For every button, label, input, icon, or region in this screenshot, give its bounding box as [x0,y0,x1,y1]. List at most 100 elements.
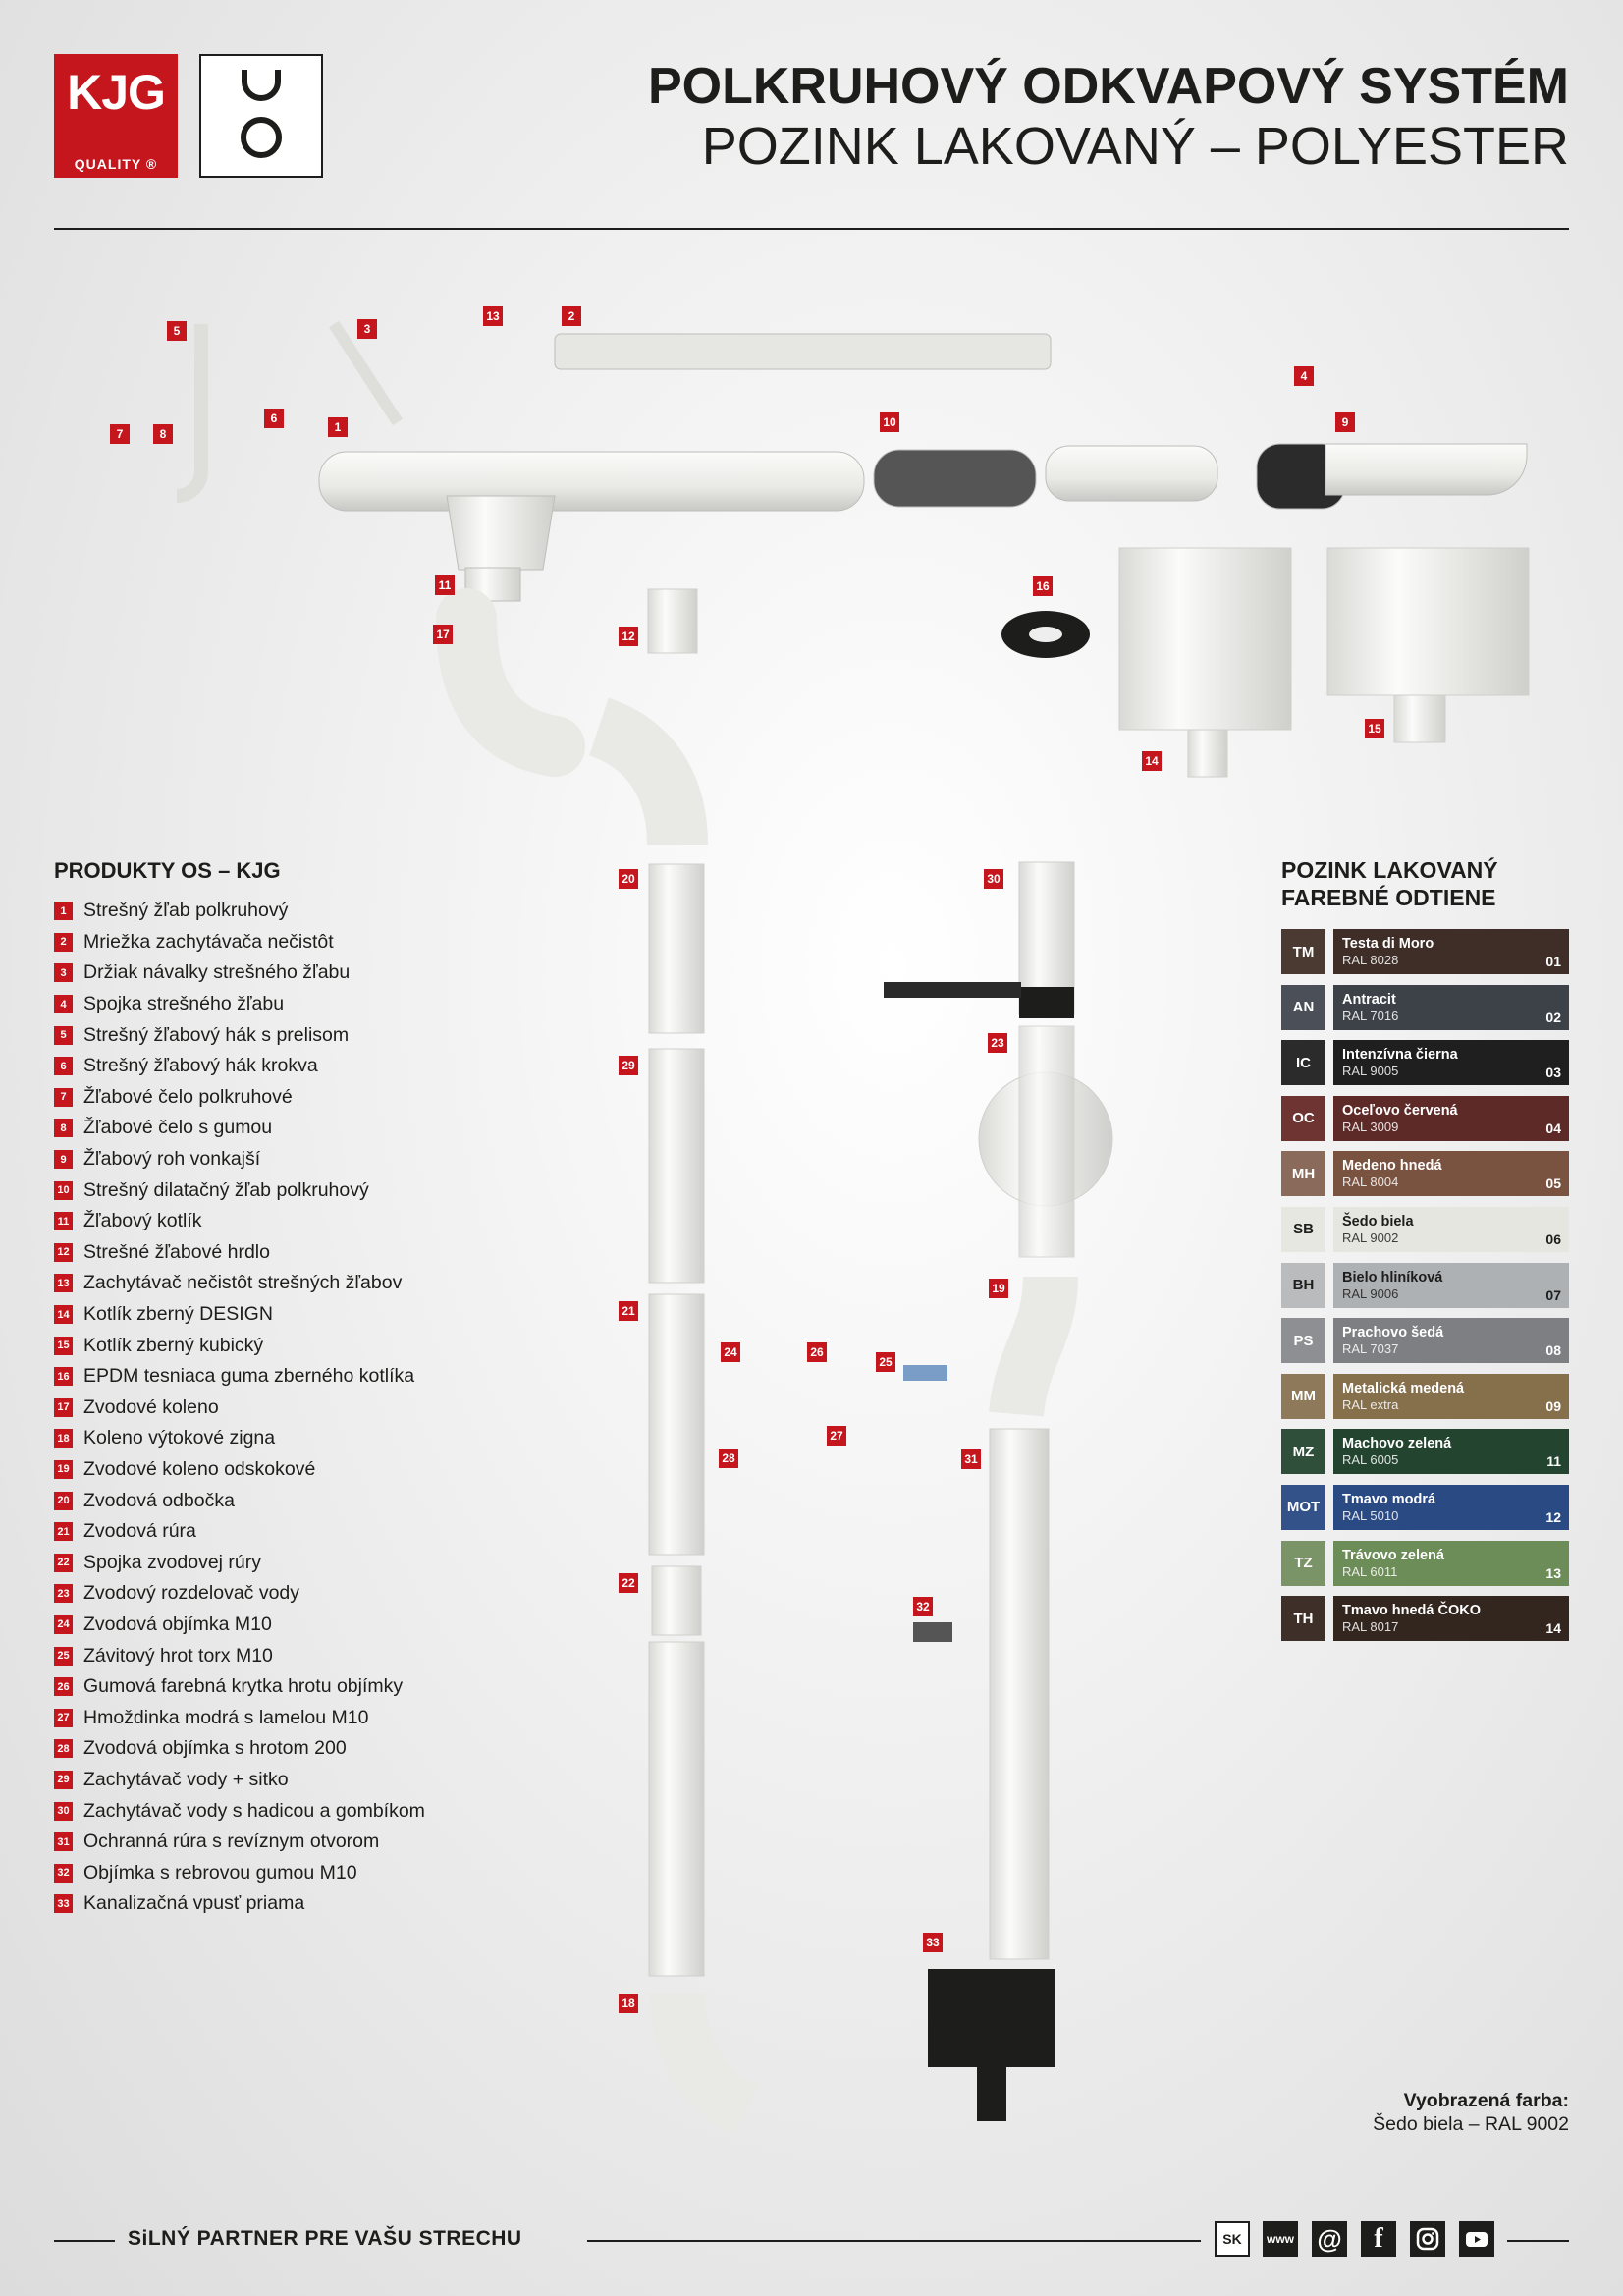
product-label: Ochranná rúra s revíznym otvorom [83,1831,380,1853]
color-ral: RAL 7037 [1342,1341,1399,1357]
diagram-part-badge: 26 [807,1342,827,1362]
email-icon[interactable]: @ [1312,2221,1347,2257]
color-number: 14 [1545,1620,1561,1637]
kjg-logo: KJG QUALITY ® [54,54,178,178]
language-sk-icon[interactable]: SK [1215,2221,1250,2257]
product-label: Hmoždinka modrá s lamelou M10 [83,1706,369,1728]
product-label: Kotlík zberný kubický [83,1334,264,1356]
color-code: OC [1281,1095,1325,1141]
diagram-part-badge: 23 [988,1033,1007,1053]
diagram-part-badge: 21 [619,1301,638,1321]
diagram-part-badge: 25 [876,1352,895,1372]
color-code: AN [1281,984,1325,1030]
instagram-glyph-icon [1416,2227,1439,2251]
product-label: Zvodová objímka M10 [83,1613,272,1635]
product-label: Zvodový rozdelovač vody [83,1582,300,1605]
color-name: Metalická medená [1342,1380,1465,1396]
product-number-badge: 14 [54,1305,73,1325]
color-code: SB [1281,1206,1325,1252]
os-logo-icon [241,70,282,158]
color-number: 12 [1545,1508,1561,1525]
product-item: 19 Zvodové koleno odskokové [54,1454,425,1486]
kjg-logo-quality: QUALITY ® [74,156,158,172]
product-label: Strešný žľabový hák krokva [83,1055,318,1077]
product-label: Zvodové koleno odskokové [83,1457,316,1480]
kjg-logo-text: KJG [67,65,166,120]
gutter-corner-illustration [1325,443,1528,496]
colors-title-line2: FAREBNÉ ODTIENE [1281,885,1496,910]
diagram-part-badge: 13 [483,306,503,326]
color-ral: RAL 9006 [1342,1285,1399,1301]
diagram-part-badge: 1 [328,417,348,437]
color-number: 08 [1545,1342,1561,1359]
product-label: Žľabové čelo s gumou [83,1117,273,1139]
color-number: 03 [1545,1065,1561,1081]
diagram-part-badge: 4 [1294,366,1314,386]
product-label: Objímka s rebrovou gumou M10 [83,1861,357,1884]
color-code: MOT [1281,1484,1325,1530]
footer-line-right [1507,2240,1569,2242]
product-number-badge: 9 [54,1150,73,1170]
color-number: 06 [1545,1230,1561,1247]
gutter-illustration [318,451,865,512]
product-number-badge: 13 [54,1274,73,1293]
footer-slogan: SiLNÝ PARTNER PRE VAŠU STRECHU [128,2227,522,2250]
color-number: 13 [1545,1564,1561,1581]
diagram-part-badge: 10 [880,412,899,432]
diagram-part-badge: 30 [984,869,1003,889]
product-number-badge: 19 [54,1459,73,1479]
product-number-badge: 30 [54,1801,73,1821]
color-number: 11 [1546,1453,1561,1470]
color-code: IC [1281,1040,1325,1086]
color-ral: RAL 6005 [1342,1452,1399,1468]
colors-title-line1: POZINK LAKOVANÝ [1281,857,1498,883]
diagram-part-badge: 9 [1335,412,1355,432]
diagram-part-badge: 19 [989,1279,1008,1298]
facebook-icon[interactable]: f [1361,2221,1396,2257]
color-name: Oceľovo červená [1342,1102,1458,1119]
product-label: Spojka zvodovej rúry [83,1551,262,1573]
color-code: TZ [1281,1540,1325,1586]
color-code: TM [1281,929,1325,974]
color-name: Prachovo šedá [1342,1325,1444,1341]
www-icon[interactable]: www [1263,2221,1298,2257]
diagram-part-badge: 14 [1142,751,1162,771]
color-number: 09 [1545,1397,1561,1414]
instagram-icon[interactable] [1410,2221,1445,2257]
youtube-icon[interactable] [1459,2221,1494,2257]
product-number-badge: 12 [54,1242,73,1262]
shown-color-label: Vyobrazená farba: [1403,2090,1569,2111]
page-title: POLKRUHOVÝ ODKVAPOVÝ SYSTÉM [647,58,1569,115]
color-ral: RAL 8017 [1342,1619,1399,1635]
